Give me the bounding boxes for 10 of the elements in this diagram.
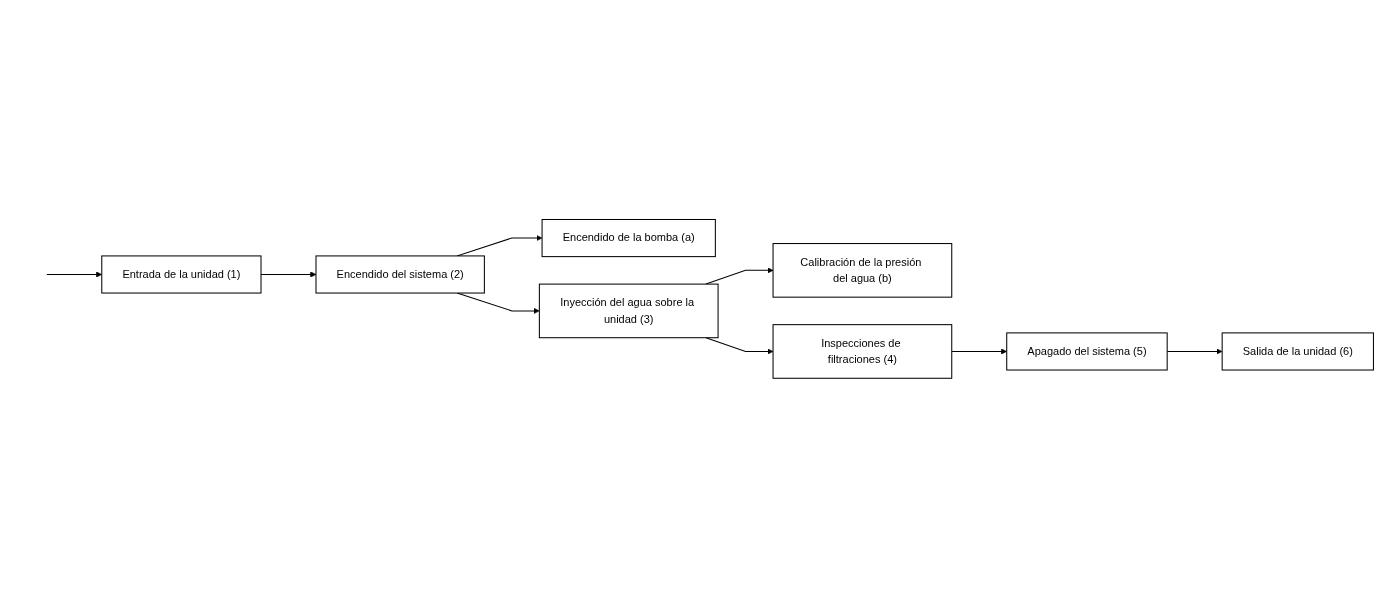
node-box: Encendido de la bomba (a) — [541, 218, 716, 257]
node-box: Entrada de la unidad (1) — [101, 255, 262, 294]
node-box: Calibración de la presión del agua (b) — [772, 242, 953, 298]
node-box: Inyección del agua sobre la unidad (3) — [538, 283, 719, 338]
node-box: Salida de la unidad (6) — [1221, 332, 1374, 371]
arrow — [705, 336, 774, 355]
node-box: Encendido del sistema (2) — [315, 255, 485, 294]
arrow — [951, 348, 1007, 355]
node-box: Inspecciones de filtraciones (4) — [772, 323, 953, 379]
node-box: Apagado del sistema (5) — [1006, 332, 1168, 371]
